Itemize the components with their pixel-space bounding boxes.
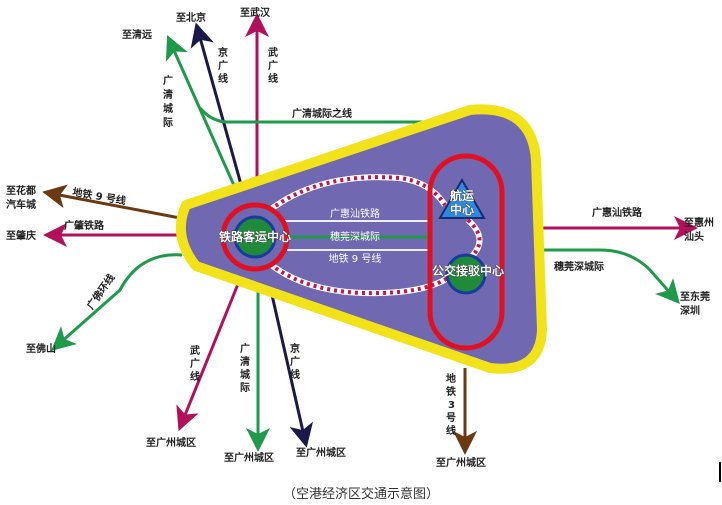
route-label: 广 xyxy=(290,355,300,368)
route-label: 际 xyxy=(240,382,250,394)
route-label: 线 xyxy=(190,370,200,383)
route-label: 铁 xyxy=(446,385,456,398)
rail-hub-label: 铁路客运中心 xyxy=(219,229,291,244)
route-label: 广惠汕铁路 xyxy=(592,206,643,219)
route-label: 广 xyxy=(190,357,200,370)
air-hub[interactable]: 航运 中心 xyxy=(438,178,486,219)
inner-label-guanghuishan: 广惠汕铁路 xyxy=(330,207,380,220)
route-label: 清 xyxy=(163,88,173,101)
route-label: 3 xyxy=(448,400,455,411)
inner-label-metro9: 地铁 9 号线 xyxy=(329,252,382,265)
route-label: 线 xyxy=(268,72,278,85)
route-label: 际 xyxy=(163,117,173,129)
route-wuguang-south xyxy=(176,283,240,432)
dest-beijing: 至北京 xyxy=(176,11,206,24)
destination-labels: 至清远 至北京 至武汉 至花都 汽车城 至肇庆 至佛山 至广州城区 至广州城区 … xyxy=(6,6,714,469)
route-jingguang-south xyxy=(270,294,314,448)
route-label: 广 xyxy=(163,74,173,87)
route-label: 城 xyxy=(240,368,250,381)
route-lines xyxy=(42,13,698,455)
route-label: 穗莞深城际 xyxy=(554,260,604,273)
route-label: 线 xyxy=(218,72,228,85)
route-label: 城 xyxy=(163,102,173,115)
route-label: 清 xyxy=(240,355,250,368)
route-label: 广 xyxy=(218,59,228,72)
route-label: 武 xyxy=(190,344,200,357)
dest-gz-3: 至广州城区 xyxy=(296,446,346,459)
dest-foshan: 至佛山 xyxy=(26,342,56,355)
route-label: 线 xyxy=(290,368,300,381)
bus-hub-label: 公交接驳中心 xyxy=(432,263,504,278)
dest-wuhan: 至武汉 xyxy=(240,6,271,19)
route-label: 武 xyxy=(268,46,278,59)
dest-huizhou-2: 汕头 xyxy=(684,230,704,243)
route-label: 京 xyxy=(218,46,228,59)
dest-dongguan-1: 至东莞 xyxy=(680,290,710,303)
dest-gz-1: 至广州城区 xyxy=(146,436,196,449)
dest-huadu-2: 汽车城 xyxy=(6,198,36,211)
route-label: 广 xyxy=(240,342,250,355)
route-label: 线 xyxy=(446,424,456,437)
dest-huadu-1: 至花都 xyxy=(6,184,36,197)
dest-gz-2: 至广州城区 xyxy=(224,451,274,464)
route-label: 广清城际之线 xyxy=(292,107,352,120)
route-label: 号 xyxy=(446,412,456,424)
inner-label-suiguanshen: 穗莞深城际 xyxy=(330,230,380,243)
dest-qingyuan: 至清远 xyxy=(122,28,152,41)
route-metro9-west xyxy=(42,184,181,220)
route-guangfo-west xyxy=(51,253,183,351)
route-guangqing-branch xyxy=(198,107,472,158)
dest-zhaoqing: 至肇庆 xyxy=(6,229,36,242)
route-suiguanshen-east xyxy=(538,248,680,305)
route-label: 广 xyxy=(268,59,278,72)
dest-dongguan-2: 深圳 xyxy=(680,304,700,317)
air-hub-label-1: 航运 xyxy=(450,188,474,203)
zone-area xyxy=(175,104,547,374)
dest-huizhou-1: 至惠州 xyxy=(684,216,714,229)
route-guangqing-north xyxy=(165,35,238,191)
dest-gz-4: 至广州城区 xyxy=(436,456,486,469)
rail-hub[interactable]: 铁路客运中心 xyxy=(219,202,291,272)
route-label: 地 xyxy=(446,372,456,385)
route-jingguang-north xyxy=(190,22,244,189)
edge-mark xyxy=(719,462,721,482)
bus-hub[interactable]: 公交接驳中心 xyxy=(432,253,504,295)
route-label: 广肇铁路 xyxy=(64,219,105,232)
air-hub-label-2: 中心 xyxy=(450,202,474,217)
air-bus-hub-capsule xyxy=(427,153,505,351)
route-label: 京 xyxy=(290,342,300,355)
diagram-caption: （空港经济区交通示意图） xyxy=(283,486,439,502)
